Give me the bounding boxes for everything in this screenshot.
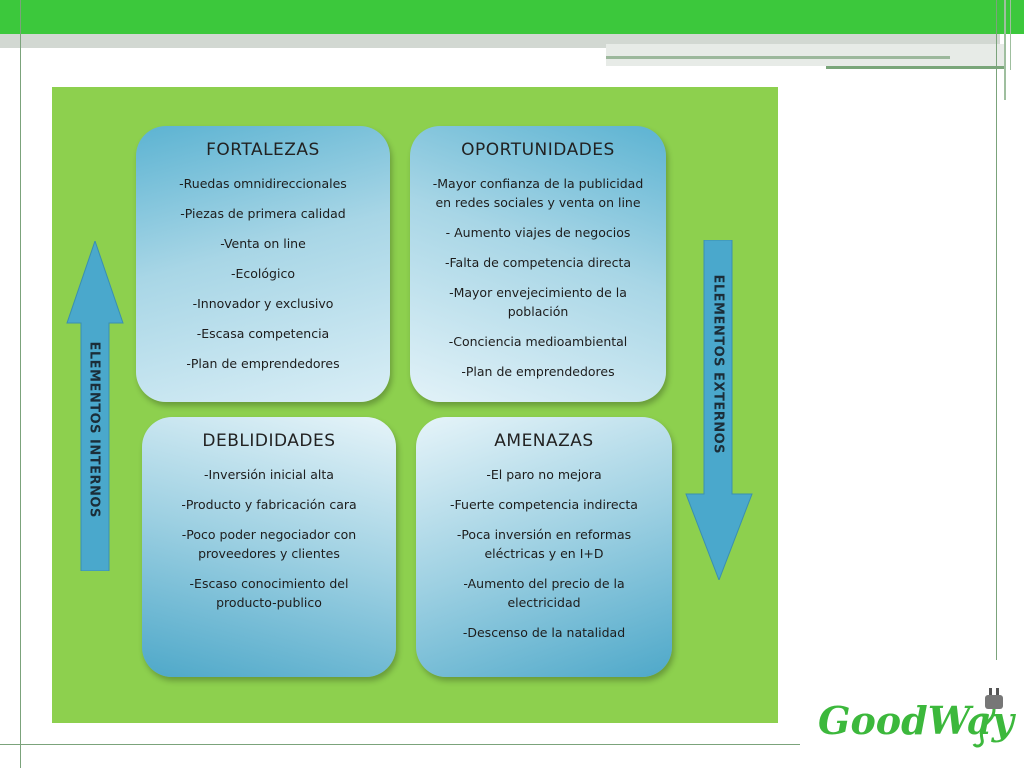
list-item: -Plan de emprendedores xyxy=(461,364,615,379)
list-item: -Escaso conocimiento del producto-public… xyxy=(189,576,349,610)
threats-card: AMENAZAS -El paro no mejora -Fuerte comp… xyxy=(416,417,672,677)
decor-line xyxy=(826,66,1004,69)
list-item: -El paro no mejora xyxy=(486,467,602,482)
strengths-title: FORTALEZAS xyxy=(206,140,320,160)
list-item: -Aumento del precio de la electricidad xyxy=(463,576,625,610)
list-item: -Descenso de la natalidad xyxy=(462,625,626,640)
list-item: -Ecológico xyxy=(231,266,295,281)
list-item: -Venta on line xyxy=(220,236,306,251)
decor-vertical-line xyxy=(20,0,21,768)
decor-vertical-line xyxy=(1004,0,1006,100)
list-item: -Poca inversión en reformas eléctricas y… xyxy=(456,527,632,561)
list-item: - Aumento viajes de negocios xyxy=(445,225,631,240)
list-item: -Inversión inicial alta xyxy=(204,467,334,482)
top-gray-band-right xyxy=(606,44,1006,66)
weaknesses-title: DEBLIDIDADES xyxy=(202,431,336,451)
goodway-logo: GoodWay xyxy=(812,684,1014,754)
list-item: -Piezas de primera calidad xyxy=(180,206,346,221)
weaknesses-card: DEBLIDIDADES -Inversión inicial alta -Pr… xyxy=(142,417,396,677)
decor-line xyxy=(606,56,950,59)
list-item: -Escasa competencia xyxy=(196,326,330,341)
internal-elements-label: ELEMENTOS INTERNOS xyxy=(86,341,102,518)
list-item: -Producto y fabricación cara xyxy=(181,497,357,512)
list-item: -Poco poder negociador con proveedores y… xyxy=(181,527,357,561)
top-green-band xyxy=(0,0,990,34)
swot-diagram: ELEMENTOS INTERNOS ELEMENTOS EXTERNOS FO… xyxy=(52,87,778,723)
decor-bottom-line xyxy=(0,744,800,745)
list-item: -Fuerte competencia indirecta xyxy=(450,497,638,512)
list-item: -Conciencia medioambiental xyxy=(448,334,628,349)
opportunities-card: OPORTUNIDADES -Mayor confianza de la pub… xyxy=(410,126,666,402)
decor-vertical-line xyxy=(996,0,997,660)
list-item: -Mayor envejecimiento de la población xyxy=(449,285,627,319)
list-item: -Innovador y exclusivo xyxy=(192,296,334,311)
threats-title: AMENAZAS xyxy=(494,431,594,451)
list-item: -Plan de emprendedores xyxy=(186,356,340,371)
plug-icon xyxy=(972,688,1003,748)
list-item: -Falta de competencia directa xyxy=(444,255,632,270)
strengths-card: FORTALEZAS -Ruedas omnidireccionales -Pi… xyxy=(136,126,390,402)
list-item: -Mayor confianza de la publicidad en red… xyxy=(432,176,644,210)
top-green-band-right xyxy=(990,0,1024,34)
list-item: -Ruedas omnidireccionales xyxy=(179,176,347,191)
opportunities-title: OPORTUNIDADES xyxy=(461,140,615,160)
down-arrow-icon xyxy=(685,240,753,580)
external-elements-label: ELEMENTOS EXTERNOS xyxy=(710,274,726,455)
decor-vertical-line xyxy=(1010,0,1011,70)
up-arrow-icon xyxy=(66,241,124,571)
